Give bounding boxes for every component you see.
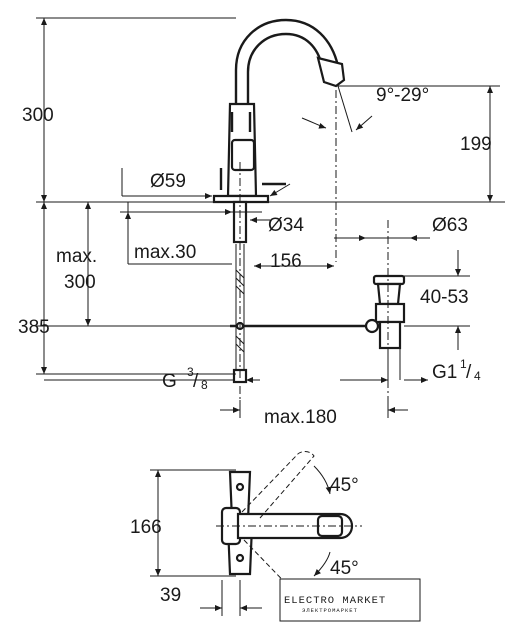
dim-plan-39: 39	[160, 585, 181, 606]
svg-text:1: 1	[460, 357, 467, 371]
faucet-elevation	[212, 18, 346, 384]
dim-thread-g1: G1	[432, 362, 457, 383]
dim-range-40-53: 40-53	[420, 287, 469, 308]
svg-text:ELECTRO MARKET: ELECTRO MARKET	[284, 595, 386, 607]
dim-spout-199: 199	[460, 134, 492, 155]
dim-diameter-63: Ø63	[432, 215, 468, 236]
dim-height-300: 300	[22, 105, 54, 126]
dim-angle-45-bottom: 45°	[330, 558, 359, 579]
dim-max-label: max.	[56, 246, 97, 267]
dim-max-180: max.180	[264, 407, 337, 428]
dim-reach-156: 156	[270, 251, 302, 272]
dim-diameter-34: Ø34	[268, 215, 304, 236]
dim-angle-range: 9°-29°	[376, 85, 429, 106]
dim-angle-45-top: 45°	[330, 475, 359, 496]
dim-max-30: max.30	[134, 242, 196, 263]
svg-text:/: /	[466, 362, 472, 383]
svg-text:4: 4	[474, 369, 481, 383]
dim-plan-166: 166	[130, 517, 162, 538]
svg-text:3: 3	[187, 365, 194, 379]
dim-depth-385: 385	[18, 317, 50, 338]
dim-diameter-59: Ø59	[150, 171, 186, 192]
watermark-logo: ELECTRO MARKET ЭЛЕКТРОМАРКЕТ	[279, 578, 421, 622]
svg-text:8: 8	[201, 378, 208, 392]
dim-max-300: 300	[64, 272, 96, 293]
waste-assembly	[364, 274, 406, 380]
svg-text:/: /	[193, 371, 199, 392]
svg-text:ЭЛЕКТРОМАРКЕТ: ЭЛЕКТРОМАРКЕТ	[302, 607, 358, 614]
dim-thread-g: G	[162, 371, 177, 392]
